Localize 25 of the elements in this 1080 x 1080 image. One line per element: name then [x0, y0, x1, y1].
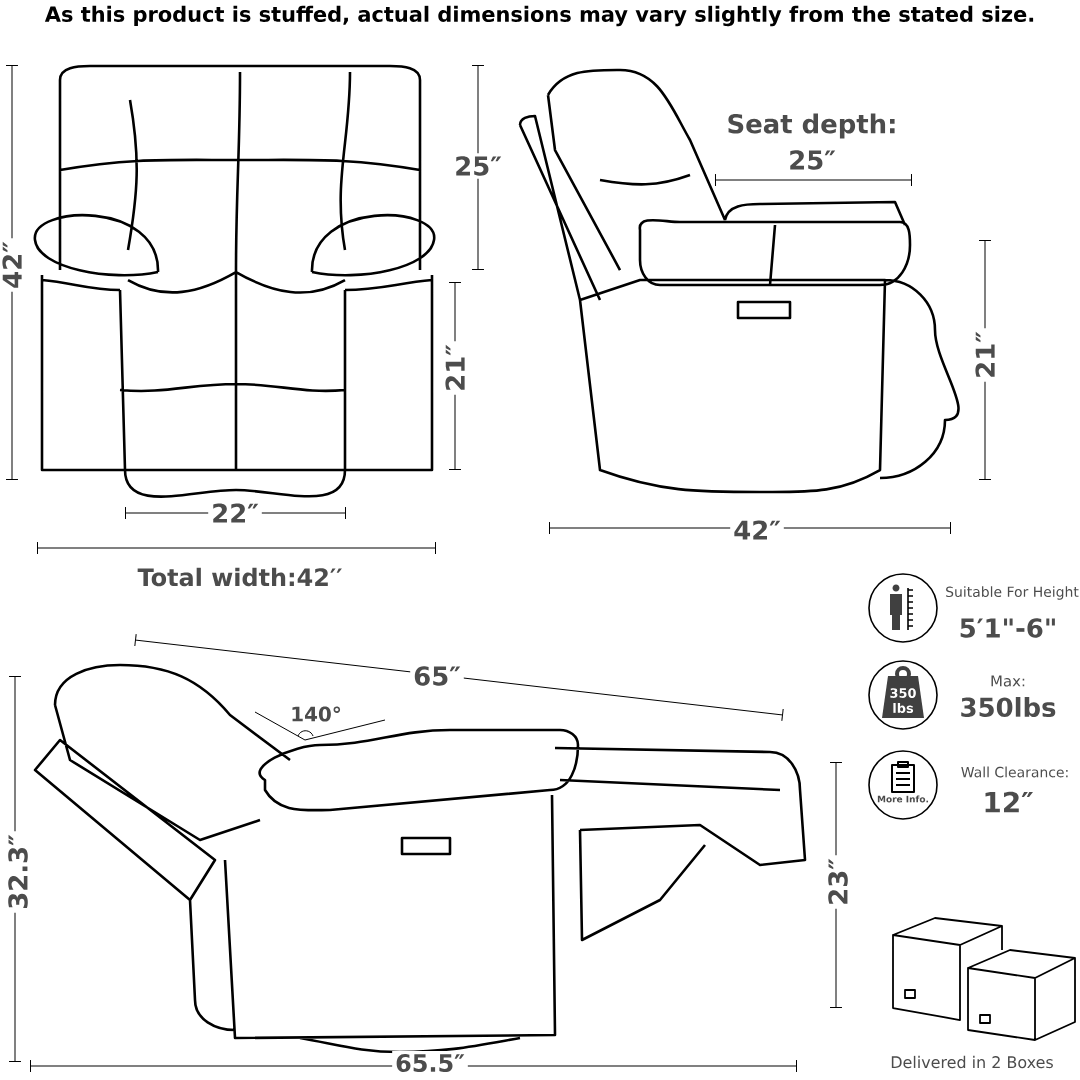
- dimension-label: 21″: [972, 328, 998, 382]
- icon-text: 350: [890, 688, 916, 698]
- dimension-label: 25″: [790, 150, 836, 170]
- dimension-label: 65.5″: [392, 1051, 468, 1076]
- spec-caption: Max:: [991, 675, 1025, 687]
- spec-value: 12″: [985, 791, 1033, 813]
- spec-caption: Suitable For Height: [946, 586, 1079, 600]
- box-caption: Delivered in 2 Boxes: [891, 1055, 1053, 1069]
- dimension-label: 22″: [208, 500, 262, 526]
- icon-text: lbs: [893, 703, 914, 714]
- dimension-label: Seat depth:: [728, 113, 895, 139]
- angle-label: 140°: [292, 706, 341, 722]
- dimension-label: 42″: [0, 238, 25, 292]
- dimension-label: 25″: [451, 153, 505, 179]
- spec-value: 350lbs: [961, 697, 1056, 718]
- dimension-label: 23″: [825, 855, 851, 909]
- icon-text: More Info.: [877, 795, 929, 803]
- title: As this product is stuffed, actual dimensions may vary slightly from the stated size.: [44, 5, 1034, 27]
- dimension-label: 65″: [410, 663, 464, 689]
- dimension-label: 21″: [442, 341, 468, 395]
- spec-value: 5′1"-6": [960, 618, 1055, 638]
- dimension-label: 42″: [730, 517, 784, 543]
- dimension-label: Total width:42′′: [137, 567, 342, 587]
- dimension-label: 32.3″: [5, 831, 31, 913]
- spec-caption: Wall Clearance:: [961, 766, 1068, 778]
